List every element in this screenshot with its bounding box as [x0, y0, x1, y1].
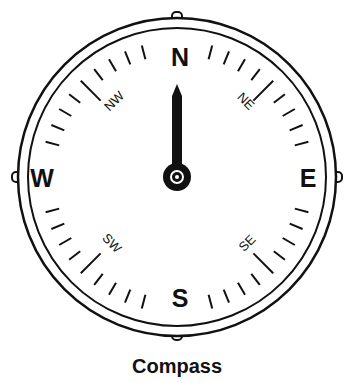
- tick-mark: [209, 295, 213, 309]
- tick-mark: [251, 274, 259, 285]
- tick-mark: [142, 46, 146, 60]
- tick-mark: [109, 59, 116, 71]
- tick-mark: [59, 109, 71, 116]
- pivot-dot: [175, 175, 179, 179]
- caption: Compass: [132, 356, 222, 376]
- tick-mark: [81, 81, 101, 101]
- tick-mark: [295, 142, 309, 146]
- cardinal-direction: S: [172, 286, 189, 311]
- tick-mark: [290, 125, 303, 130]
- tick-mark: [125, 51, 130, 64]
- tick-mark: [69, 251, 80, 259]
- pivot-ring: [171, 171, 183, 183]
- tick-mark: [274, 94, 285, 103]
- tick-mark: [283, 109, 295, 116]
- outer-ring: [18, 18, 336, 336]
- cardinal-direction: N: [171, 45, 189, 70]
- tick-mark: [251, 69, 259, 80]
- tick-mark: [81, 253, 101, 273]
- tick-mark: [224, 51, 229, 64]
- tick-mark: [69, 94, 80, 103]
- tick-marks: [46, 46, 309, 309]
- tick-mark: [46, 142, 60, 146]
- tick-mark: [238, 283, 245, 295]
- tick-mark: [295, 209, 309, 213]
- tick-mark: [238, 59, 245, 71]
- tick-mark: [290, 224, 303, 229]
- tick-mark: [109, 283, 116, 295]
- tick-mark: [46, 209, 60, 213]
- tick-mark: [209, 46, 213, 60]
- tick-mark: [125, 290, 130, 303]
- tick-mark: [94, 274, 103, 285]
- tick-mark: [94, 69, 103, 80]
- tick-mark: [59, 238, 71, 245]
- tick-mark: [224, 290, 229, 303]
- cardinal-direction: E: [300, 166, 317, 191]
- tick-mark: [142, 295, 146, 309]
- tick-mark: [253, 253, 273, 273]
- tick-mark: [283, 238, 295, 245]
- tick-mark: [51, 224, 64, 229]
- tick-mark: [253, 81, 273, 101]
- pivot: [163, 163, 191, 191]
- inner-ring: [28, 28, 326, 326]
- cardinal-direction: W: [30, 166, 54, 191]
- tick-mark: [51, 125, 64, 130]
- tick-mark: [274, 251, 285, 259]
